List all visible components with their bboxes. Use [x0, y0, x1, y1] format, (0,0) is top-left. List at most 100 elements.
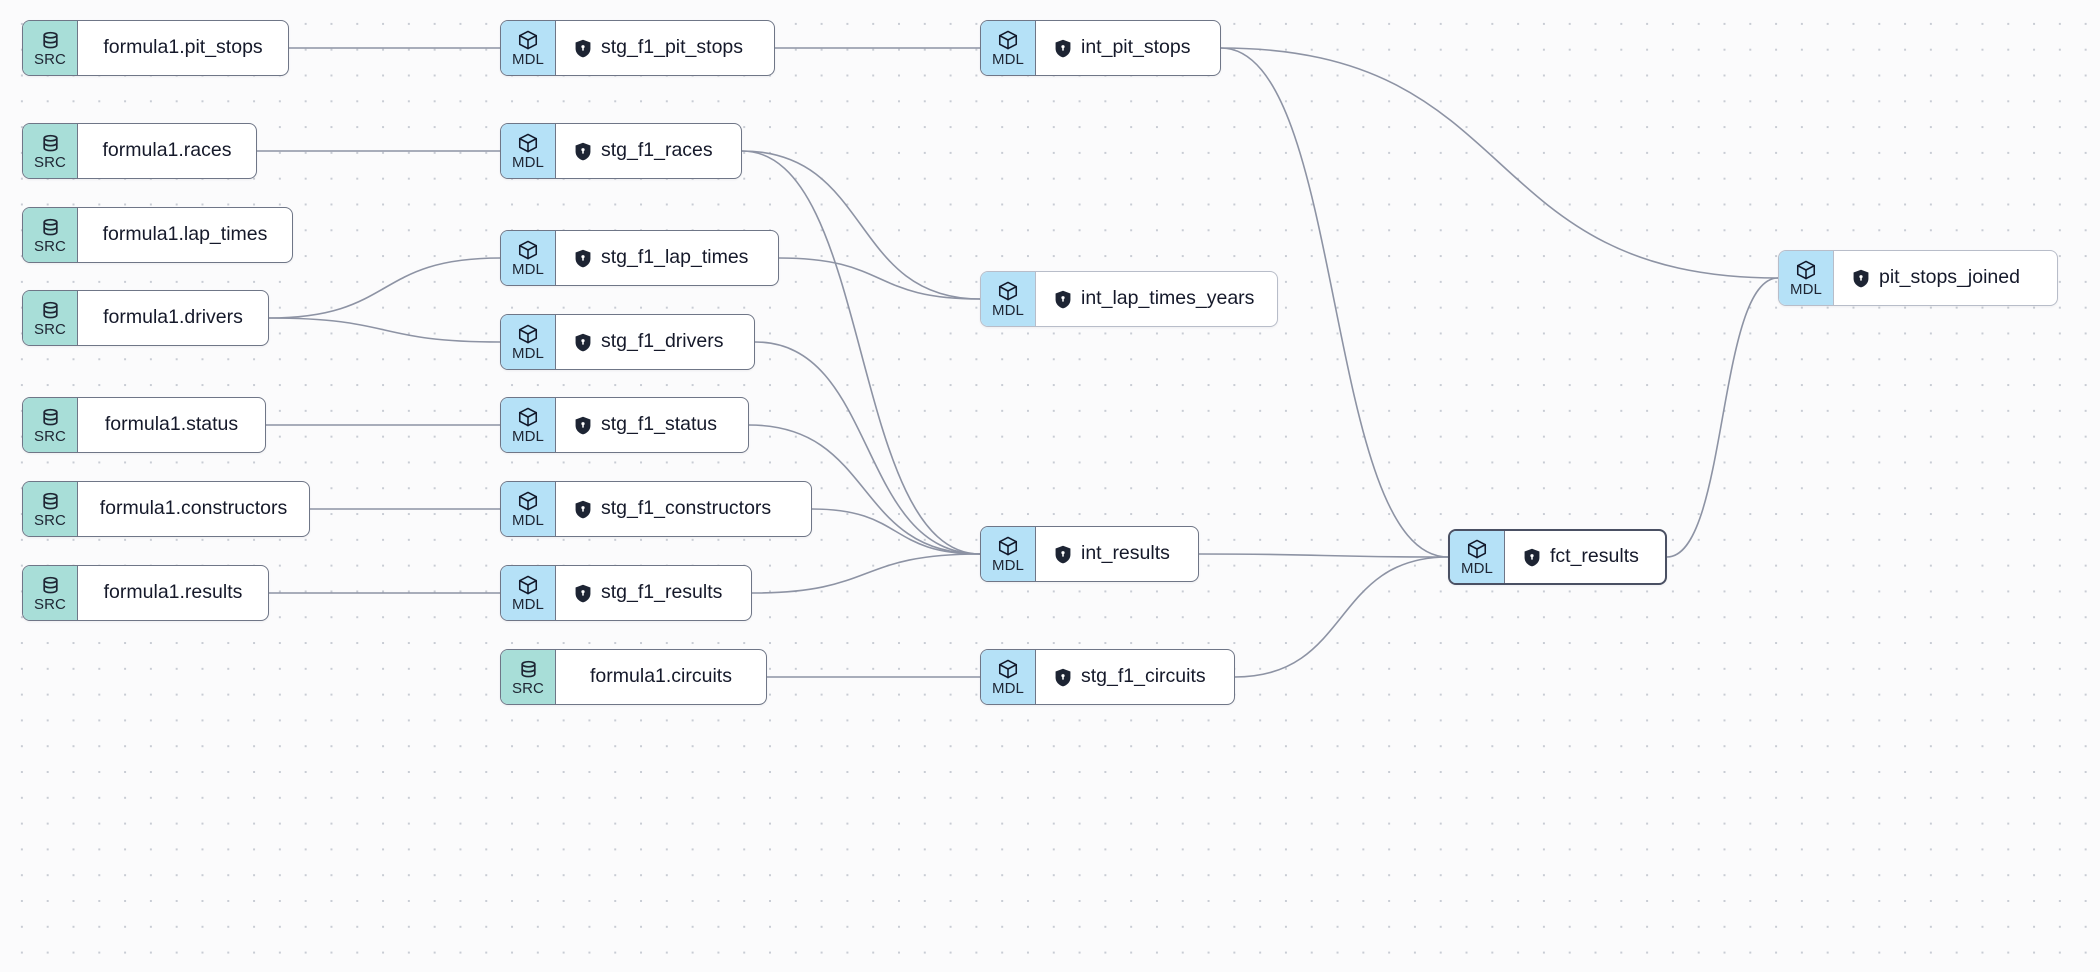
node-src_drivers[interactable]: SRC formula1.drivers	[22, 290, 269, 346]
node-body: stg_f1_results	[556, 566, 751, 620]
node-type-tag: MDL	[512, 261, 544, 278]
shield-lock-icon	[575, 416, 591, 434]
database-icon	[42, 31, 58, 48]
cube-icon	[998, 30, 1018, 50]
node-label: formula1.races	[102, 139, 232, 162]
cube-icon	[998, 281, 1018, 301]
shield-lock-icon	[1055, 39, 1071, 57]
node-type-tag: MDL	[1461, 560, 1493, 577]
node-type-tag: MDL	[512, 345, 544, 362]
node-body: formula1.results	[78, 566, 268, 620]
shield-lock-icon	[1524, 548, 1540, 566]
edge-stg_circuits-to-fct_results	[1234, 556, 1449, 678]
database-icon	[42, 301, 58, 318]
cube-icon	[518, 30, 538, 50]
node-stg_circuits[interactable]: MDL stg_f1_circuits	[980, 649, 1235, 705]
node-stg_results[interactable]: MDL stg_f1_results	[500, 565, 752, 621]
node-label: formula1.circuits	[590, 665, 732, 688]
edge-src_drivers-to-stg_lap_times	[268, 257, 501, 319]
node-type-tag: MDL	[1790, 281, 1822, 298]
cube-icon	[518, 491, 538, 511]
shield-lock-icon	[1055, 668, 1071, 686]
node-type-tag: MDL	[992, 557, 1024, 574]
node-label: formula1.lap_times	[102, 223, 268, 246]
node-label: stg_f1_pit_stops	[601, 36, 744, 59]
node-type-tag: SRC	[34, 153, 66, 171]
edge-stg_constructors-to-int_results	[811, 508, 981, 555]
shield-lock-icon	[575, 584, 591, 602]
cube-icon	[998, 536, 1018, 556]
database-icon	[42, 492, 58, 509]
node-body: stg_f1_lap_times	[556, 231, 778, 285]
source-badge: SRC	[23, 124, 78, 178]
node-body: formula1.constructors	[78, 482, 309, 536]
cube-icon	[518, 575, 538, 595]
node-pit_stops_joined[interactable]: MDL pit_stops_joined	[1778, 250, 2058, 306]
model-badge: MDL	[1779, 251, 1834, 305]
node-body: stg_f1_circuits	[1036, 650, 1234, 704]
node-body: formula1.drivers	[78, 291, 268, 345]
cube-icon	[518, 407, 538, 427]
node-type-tag: MDL	[992, 680, 1024, 697]
node-body: formula1.status	[78, 398, 265, 452]
node-type-tag: MDL	[512, 154, 544, 171]
edge-int_results-to-fct_results	[1198, 553, 1449, 558]
node-body: int_pit_stops	[1036, 21, 1220, 75]
cube-icon	[998, 659, 1018, 679]
shield-lock-icon	[1055, 545, 1071, 563]
node-body: fct_results	[1505, 531, 1665, 583]
node-src_lap_times[interactable]: SRC formula1.lap_times	[22, 207, 293, 263]
node-stg_drivers[interactable]: MDL stg_f1_drivers	[500, 314, 755, 370]
node-int_lap_times_years[interactable]: MDL int_lap_times_years	[980, 271, 1278, 327]
node-label: int_lap_times_years	[1081, 287, 1255, 310]
node-label: pit_stops_joined	[1879, 266, 2020, 289]
shield-lock-icon	[1055, 290, 1071, 308]
model-badge: MDL	[981, 272, 1036, 326]
node-stg_lap_times[interactable]: MDL stg_f1_lap_times	[500, 230, 779, 286]
database-icon	[520, 660, 536, 677]
node-label: stg_f1_races	[601, 139, 713, 162]
node-body: stg_f1_races	[556, 124, 741, 178]
node-body: pit_stops_joined	[1834, 251, 2057, 305]
source-badge: SRC	[23, 21, 78, 75]
cube-icon	[518, 133, 538, 153]
node-stg_status[interactable]: MDL stg_f1_status	[500, 397, 749, 453]
cube-icon	[1796, 260, 1816, 280]
cube-icon	[518, 240, 538, 260]
node-type-tag: MDL	[992, 302, 1024, 319]
database-icon	[42, 576, 58, 593]
node-label: stg_f1_drivers	[601, 330, 724, 353]
node-type-tag: MDL	[512, 428, 544, 445]
node-fct_results[interactable]: MDL fct_results	[1448, 529, 1667, 585]
database-icon	[42, 218, 58, 235]
node-type-tag: SRC	[34, 320, 66, 338]
edge-int_pit_stops-to-pit_stops_joined	[1220, 47, 1779, 279]
model-badge: MDL	[1450, 531, 1505, 583]
node-stg_races[interactable]: MDL stg_f1_races	[500, 123, 742, 179]
node-label: stg_f1_lap_times	[601, 246, 749, 269]
node-type-tag: MDL	[512, 596, 544, 613]
node-label: formula1.constructors	[99, 497, 288, 520]
node-src_races[interactable]: SRC formula1.races	[22, 123, 257, 179]
model-badge: MDL	[501, 398, 556, 452]
shield-lock-icon	[575, 333, 591, 351]
source-badge: SRC	[23, 208, 78, 262]
node-body: stg_f1_status	[556, 398, 748, 452]
source-badge: SRC	[23, 566, 78, 620]
node-body: stg_f1_constructors	[556, 482, 811, 536]
source-badge: SRC	[501, 650, 556, 704]
node-label: stg_f1_results	[601, 581, 723, 604]
node-src_results[interactable]: SRC formula1.results	[22, 565, 269, 621]
node-src_circuits[interactable]: SRC formula1.circuits	[500, 649, 767, 705]
model-badge: MDL	[981, 527, 1036, 581]
edge-stg_results-to-int_results	[751, 553, 981, 594]
node-label: formula1.results	[103, 581, 243, 604]
